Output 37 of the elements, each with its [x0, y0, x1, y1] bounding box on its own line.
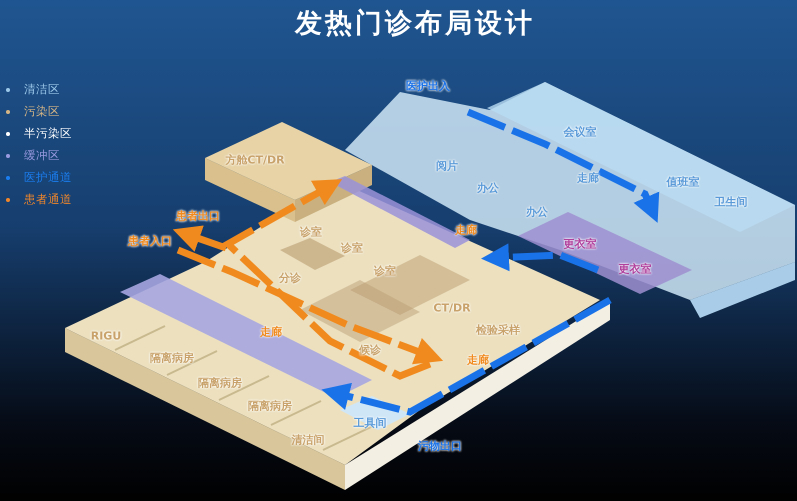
- room-label: 办公: [477, 182, 499, 194]
- room-label: 诊室: [341, 242, 363, 254]
- room-label: 走廊: [577, 172, 599, 184]
- room-label: 检验采样: [476, 324, 520, 336]
- room-label: 卫生间: [714, 196, 748, 208]
- legend-label: 半污染区: [24, 125, 72, 142]
- room-label: 办公: [526, 206, 548, 218]
- room-label: 走廊: [260, 326, 282, 338]
- room-label: 患者出口: [176, 210, 220, 222]
- room-label: 更衣室: [564, 238, 596, 250]
- legend-label: 清洁区: [24, 81, 60, 98]
- legend-label: 医护通道: [24, 169, 72, 186]
- room-label: 走廊: [455, 224, 477, 236]
- room-label: 会议室: [564, 126, 596, 138]
- room-label: 更衣室: [618, 262, 652, 276]
- room-label: 分诊: [279, 272, 301, 284]
- room-label: 医护出入: [406, 80, 450, 92]
- room-label: 工具间: [354, 416, 386, 430]
- room-label: 患者入口: [128, 234, 172, 248]
- room-label: 隔离病房: [150, 352, 194, 364]
- room-label: 值班室: [666, 176, 700, 188]
- legend-label: 污染区: [24, 103, 60, 120]
- room-label: RIGU: [90, 330, 122, 342]
- room-label: 污物出口: [418, 440, 462, 452]
- room-label: 走廊: [467, 354, 489, 366]
- room-label: 诊室: [374, 264, 396, 278]
- room-label: 隔离病房: [248, 400, 292, 412]
- room-label: 方舱CT/DR: [225, 154, 285, 166]
- room-label: CT/DR: [433, 302, 471, 314]
- room-label: 诊室: [300, 226, 322, 238]
- room-label: 候诊: [359, 344, 381, 356]
- room-label: 清洁间: [292, 434, 324, 446]
- legend-label: 缓冲区: [24, 147, 60, 164]
- legend-label: 患者通道: [24, 191, 72, 208]
- room-label: 阅片: [436, 160, 458, 172]
- room-label: 隔离病房: [198, 376, 242, 390]
- diagram-title: 发热门诊布局设计: [294, 7, 536, 41]
